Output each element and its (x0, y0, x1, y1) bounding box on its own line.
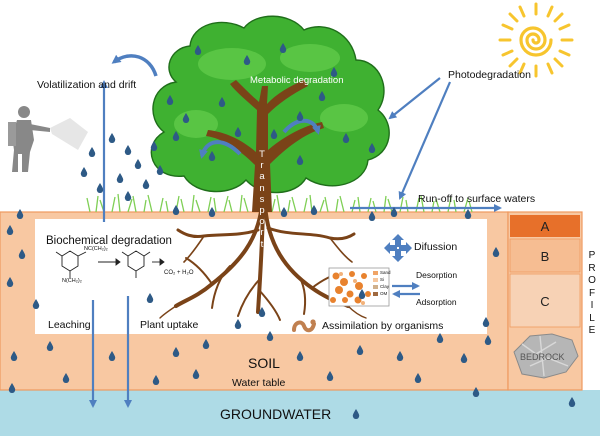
soil-particles-inset (328, 267, 390, 307)
profile-letter: F (588, 287, 596, 299)
profile-letter: L (589, 312, 595, 324)
water-drop (172, 205, 180, 215)
groundwater-layer (0, 390, 600, 436)
label-leaching: Leaching (48, 319, 91, 331)
water-drop (208, 207, 216, 217)
difussion-icon (384, 234, 412, 262)
label-photodegradation: Photodegradation (448, 69, 531, 81)
water-drop (16, 209, 24, 219)
legend-si: Si (380, 277, 385, 282)
water-drop (142, 179, 150, 189)
label-runoff: Run-off to surface waters (418, 193, 536, 205)
horizon-a (510, 215, 580, 237)
water-drop (88, 147, 96, 157)
water-drop (134, 159, 142, 169)
transport-letter: r (260, 227, 264, 239)
label-groundwater: GROUNDWATER (220, 406, 332, 422)
water-drop (116, 173, 124, 183)
label-assimilation: Assimilation by organisms (322, 320, 444, 332)
water-drop (108, 133, 116, 143)
horizon-c-label: C (540, 294, 550, 309)
label-volatilization: Volatilization and drift (37, 79, 137, 91)
canopy-arrow-left (199, 140, 242, 159)
profile-letter: P (588, 250, 596, 261)
tree-trunk (206, 80, 324, 212)
transport-letter: o (259, 216, 265, 228)
horizon-b-label: B (540, 249, 550, 264)
transport-letter: r (260, 160, 264, 172)
bedrock-icon (513, 333, 579, 379)
legend-clay: Clay (380, 284, 390, 289)
transport-letter: n (259, 182, 265, 194)
water-drop (124, 145, 132, 155)
profile-letter: E (588, 325, 596, 336)
horizon-a-label: A (540, 219, 550, 234)
water-drop (80, 167, 88, 177)
label-metabolic: Metabolic degradation (250, 75, 344, 86)
sprayer-person-icon (8, 106, 88, 172)
label-group-bottom: N(CH₂)₂ (62, 278, 82, 284)
grass (86, 193, 473, 213)
transport-letter: p (259, 204, 265, 216)
canopy-arrow-right (282, 118, 321, 135)
label-bedrock: BEDROCK (520, 352, 565, 362)
transport-letter: s (259, 193, 265, 205)
water-drop (464, 209, 472, 219)
label-products: CO₂ + H₂O (164, 270, 194, 276)
label-adsorption: Adsorption (416, 297, 457, 307)
label-group-top: NC(CH₂)₂ (84, 246, 108, 252)
label-desorption: Desorption (416, 270, 458, 280)
worm-icon (292, 319, 316, 333)
legend-om: OM (380, 291, 388, 296)
horizon-b (509, 238, 581, 273)
sun-icon (498, 2, 574, 78)
label-soil: SOIL (248, 355, 280, 371)
profile-letter: O (588, 275, 596, 286)
profile-letter: I (590, 300, 594, 311)
horizon-c (509, 273, 581, 328)
transport-letter: T (259, 149, 265, 160)
canopy-highlights (174, 44, 368, 138)
label-biochemical: Biochemical degradation (46, 235, 172, 247)
process-arrows (89, 77, 502, 408)
label-difussion: Difussion (414, 241, 458, 253)
water-drop (124, 191, 132, 201)
label-water-table: Water table (232, 377, 286, 389)
water-drop (96, 183, 104, 193)
volatilization-curve-arrow (111, 54, 158, 77)
label-plant-uptake: Plant uptake (140, 319, 199, 331)
profile-letter: R (588, 262, 596, 274)
molecule-structures (55, 250, 165, 278)
transport-letter: t (260, 238, 264, 250)
transport-letter: a (259, 171, 265, 183)
legend-sand: Sand (380, 270, 391, 275)
water-drop (280, 207, 288, 217)
